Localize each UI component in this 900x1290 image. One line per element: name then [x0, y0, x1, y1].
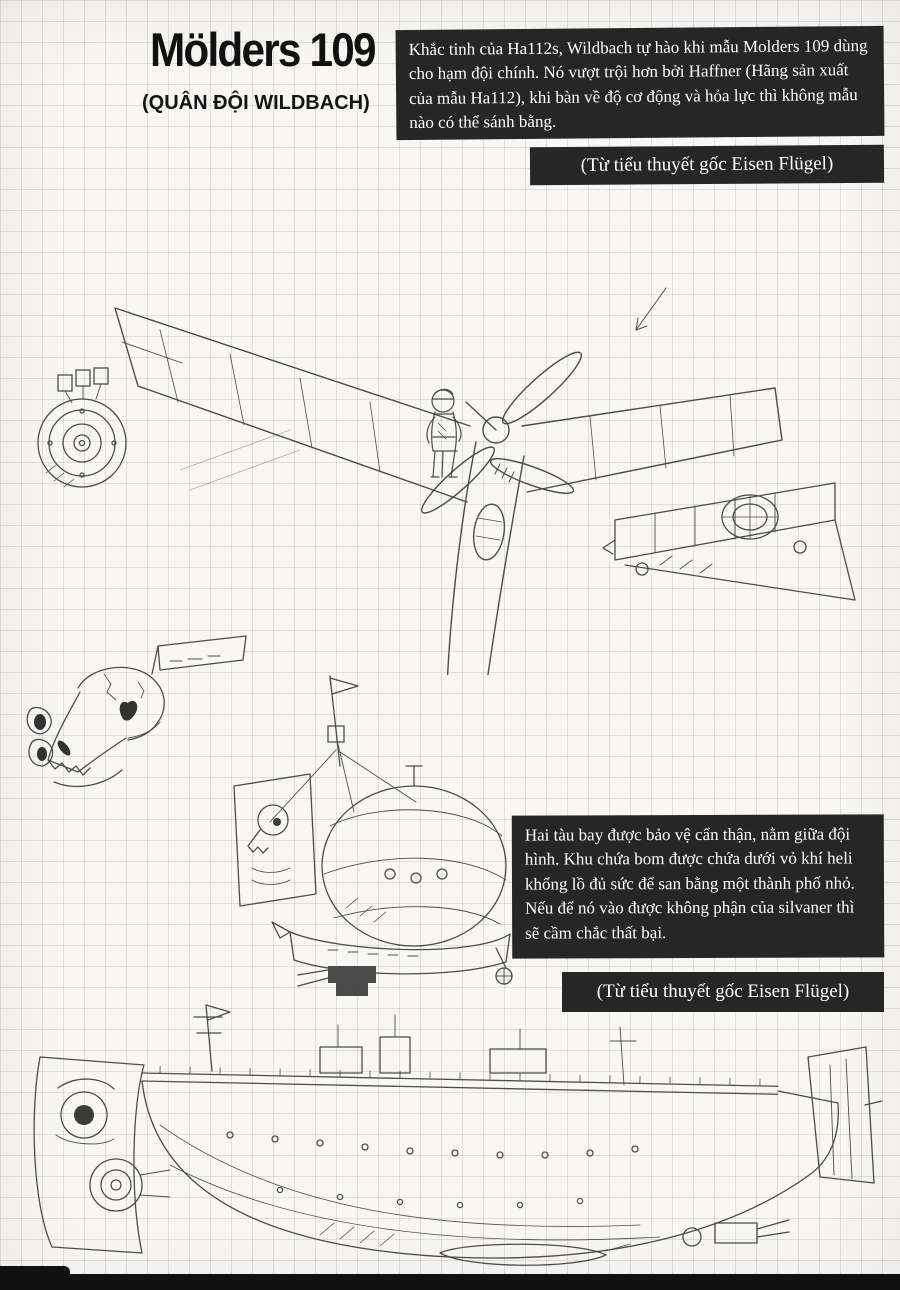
- hull: [141, 1080, 839, 1259]
- airship-sketch: [178, 670, 513, 1020]
- wing-left: [114, 307, 471, 503]
- fleet-credit-panel: (Từ tiểu thuyết gốc Eisen Flügel): [562, 972, 884, 1012]
- bow-engine-pod: [89, 1158, 171, 1212]
- wing-right: [521, 387, 783, 493]
- intro-credit-panel: (Từ tiểu thuyết gốc Eisen Flügel): [529, 144, 885, 186]
- fleet-credit-text: (Từ tiểu thuyết gốc Eisen Flügel): [596, 981, 850, 1003]
- fleet-text: Hai tàu bay được bảo vệ cẩn thận, nằm gi…: [524, 824, 855, 943]
- intro-credit-text: (Từ tiểu thuyết gốc Eisen Flügel): [580, 153, 834, 177]
- stern-fin: [807, 1046, 883, 1184]
- gondola-hull: [271, 921, 511, 975]
- catapult-sketch: [600, 465, 865, 620]
- carrier-sketch: [20, 985, 885, 1275]
- gas-envelope: [321, 765, 507, 947]
- engine-detail-sketch: [20, 355, 150, 510]
- launch-boat: [439, 1243, 631, 1266]
- skull-sketch: [20, 630, 250, 825]
- deck-structures: [193, 1004, 637, 1086]
- annotation-arrow: [635, 287, 667, 331]
- intro-text: Khắc tinh của Ha112s, Wildbach tự hào kh…: [408, 36, 868, 133]
- page-subtitle: (QUÂN ĐỘI WILDBACH): [142, 92, 370, 114]
- bone-fragments: [26, 706, 54, 767]
- scan-edge-corner: [0, 1266, 70, 1290]
- name-banner: [151, 635, 247, 675]
- skull-banner: [233, 773, 317, 907]
- turret-studies: [682, 1219, 790, 1247]
- bow-with-eye: [33, 1056, 145, 1254]
- canine-skull: [47, 666, 165, 788]
- fleet-text-panel: Hai tàu bay được bảo vệ cẩn thận, nằm gi…: [511, 814, 885, 959]
- gun-turret: [297, 966, 376, 996]
- flight-deck: [141, 1065, 779, 1095]
- intro-text-panel: Khắc tinh của Ha112s, Wildbach tự hào kh…: [395, 25, 885, 141]
- mast-and-rigging: [269, 675, 417, 823]
- scan-edge-bar: [0, 1274, 900, 1290]
- propeller-pod: [495, 947, 513, 985]
- pilot-sketch: [405, 385, 480, 485]
- page-title: Mölders 109: [150, 23, 377, 76]
